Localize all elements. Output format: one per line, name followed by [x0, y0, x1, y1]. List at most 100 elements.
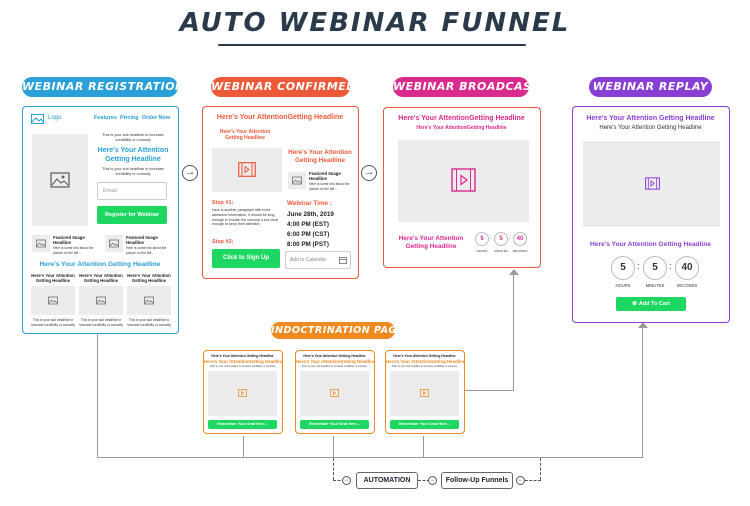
countdown-label: MINUTES	[494, 249, 508, 253]
image-icon	[292, 176, 302, 185]
video-placeholder	[390, 371, 459, 416]
countdown-seconds: 40	[675, 256, 699, 280]
page-headline: Here's Your AttentionGetting Headline	[296, 359, 375, 364]
broadcast-page: Here's Your AttentionGetting Headline He…	[383, 107, 541, 268]
countdown-hours: 5	[475, 232, 489, 246]
replay-video-placeholder[interactable]	[583, 141, 720, 227]
nav-features[interactable]: Features	[94, 115, 117, 121]
column-image-placeholder	[31, 286, 75, 315]
column-text: This is your sub headline to increase cr…	[31, 318, 75, 327]
hero-headline: Here's Your Attention Getting Headline	[97, 147, 169, 163]
countdown-label: SECONDS	[676, 283, 698, 288]
signup-button[interactable]: Click to Sign Up	[212, 249, 280, 268]
feature-image-placeholder	[288, 172, 306, 189]
dashed-connector	[525, 480, 541, 481]
column-text: This is your sub headline to increase cr…	[79, 318, 123, 327]
countdown-label: SECONDS	[512, 249, 528, 253]
logo-image-icon	[31, 114, 44, 124]
image-icon	[36, 239, 46, 248]
video-player-placeholder[interactable]	[398, 140, 529, 222]
add-to-calendar-field[interactable]: Add to Calendar	[285, 251, 351, 269]
countdown-seconds: 40	[513, 232, 527, 246]
email-placeholder: Email	[103, 188, 117, 194]
automation-box: AUTOMATION	[356, 472, 418, 489]
replay-bottom-headline: Here's Your Attention Getting Headline	[590, 241, 711, 248]
calendar-label: Add to Calendar	[290, 257, 327, 263]
image-icon	[50, 172, 70, 188]
countdown-minutes: 5	[643, 256, 667, 280]
stage-label-replay: WEBINAR REPLAY	[589, 77, 712, 97]
step-1-text: Here is another paragraph with more awes…	[212, 208, 278, 227]
page-sub-headline: Here is your sub headline to increase cr…	[301, 365, 368, 368]
countdown-separator: :	[490, 235, 492, 241]
connector-line	[642, 326, 644, 458]
registration-page: Logo Features Pricing Order Now This is …	[22, 106, 179, 334]
webinar-time-pst: 8:00 PM (PST)	[287, 241, 329, 248]
diagram-title: AUTO WEBINAR FUNNEL	[179, 8, 571, 38]
column-image-placeholder	[79, 286, 123, 315]
video-icon	[238, 162, 256, 177]
feature-image-placeholder	[105, 235, 123, 252]
page-headline: Here's Your AttentionGetting Headline	[386, 359, 465, 364]
remember-seat-button[interactable]: Remember Your Seat Here...	[300, 420, 369, 429]
image-icon	[109, 239, 119, 248]
dashed-connector	[418, 480, 430, 481]
countdown-label: MINUTES	[645, 283, 665, 288]
feature-image-placeholder	[32, 235, 50, 252]
dashed-connector	[333, 458, 334, 480]
video-icon	[238, 389, 247, 397]
webinar-time-label: Webinar Time :	[287, 200, 332, 207]
arrow-right-icon: →	[361, 165, 377, 181]
arrow-right-icon: →	[182, 165, 198, 181]
countdown-label: HOURS	[615, 283, 631, 288]
video-placeholder	[208, 371, 277, 416]
page-sub-headline: Here is your sub headline to increase cr…	[209, 365, 276, 368]
section-headline: Here's Your Attention Getting Headline	[39, 261, 161, 268]
countdown-separator: :	[509, 235, 511, 241]
arrow-up-icon	[638, 322, 648, 328]
nav-order-now[interactable]: Order Now	[142, 115, 171, 121]
connector-line	[423, 436, 425, 458]
image-icon	[48, 296, 58, 305]
countdown-separator: :	[669, 261, 672, 271]
stage-label-broadcast: WEBINAR BROADCAST	[393, 77, 539, 97]
pre-headline: This is your sub headline to increase cr…	[102, 133, 164, 142]
indoctrination-page-3: Here's Your Attention Getting Headline H…	[385, 350, 465, 434]
remember-seat-button[interactable]: Remember Your Seat Here...	[208, 420, 277, 429]
arrow-right-icon: →	[428, 476, 437, 485]
replay-page: Here's Your Attention Getting Headline H…	[572, 106, 730, 323]
broadcast-bottom-headline: Here's Your Attention Getting Headline	[398, 235, 464, 250]
dashed-connector	[540, 458, 541, 480]
replay-sub-headline: Here's Your Attention Getting Headline	[599, 125, 702, 131]
calendar-icon	[339, 257, 347, 264]
countdown-hours: 5	[611, 256, 635, 280]
column-title: Here's Your Attention Getting Headline	[79, 273, 123, 283]
column-title: Here's Your Attention Getting Headline	[31, 273, 75, 283]
dashed-connector	[333, 480, 345, 481]
webinar-time-est: 4:00 PM (EST)	[287, 221, 329, 228]
image-icon	[144, 296, 154, 305]
countdown-minutes: 5	[494, 232, 508, 246]
remember-seat-button[interactable]: Remember Your Seat Here...	[390, 420, 459, 429]
stage-label-registration: WEBINAR REGISTRATION	[22, 77, 184, 97]
email-field[interactable]: Email	[97, 182, 167, 200]
connector-line	[513, 274, 515, 391]
feature-text: Here is some info about the picture on t…	[309, 182, 350, 191]
video-icon	[330, 389, 339, 397]
step-2-label: Step #2:	[212, 239, 234, 245]
register-button[interactable]: Register for Webinar	[97, 206, 167, 224]
video-icon	[645, 177, 660, 190]
page-top-headline: Here's Your Attention Getting Headline	[211, 354, 274, 358]
nav-pricing[interactable]: Pricing	[120, 115, 139, 121]
indoctrination-page-1: Here's Your Attention Getting Headline H…	[203, 350, 283, 434]
countdown-separator: :	[637, 261, 640, 271]
add-to-cart-button[interactable]: ⊕ Add To Cart	[616, 297, 686, 311]
feature-text: Here is some info about the picture on t…	[53, 246, 94, 255]
stage-label-indoctrination: INDOCTRINATION PAGES	[271, 322, 411, 339]
video-placeholder	[212, 148, 282, 192]
indoctrination-page-2: Here's Your Attention Getting Headline H…	[295, 350, 375, 434]
page-top-headline: Here's Your Attention Getting Headline	[303, 354, 366, 358]
cart-icon: ⊕	[632, 301, 639, 307]
follow-up-funnels-box: Follow-Up Funnels	[441, 472, 513, 489]
add-to-cart-label: Add To Cart	[638, 301, 670, 307]
